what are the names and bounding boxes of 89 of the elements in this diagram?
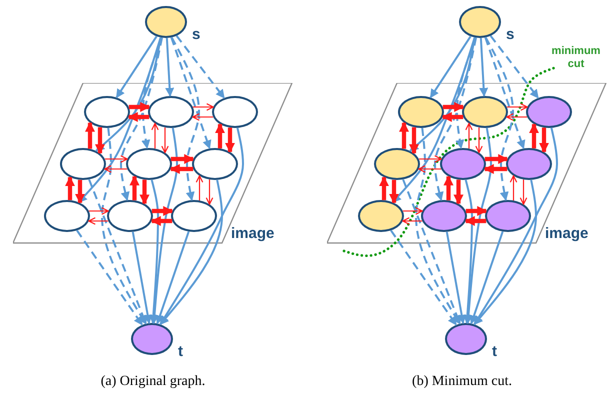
arrow: [466, 206, 488, 216]
arrow: [418, 155, 442, 163]
arrow: [151, 122, 159, 149]
arrow: [160, 180, 223, 325]
arrow: [104, 165, 128, 173]
arrow: [402, 217, 422, 225]
arrow: [75, 180, 85, 204]
arrow: [454, 180, 464, 205]
arrow: [484, 154, 508, 164]
arrow: [506, 103, 528, 111]
arrow: [170, 36, 200, 201]
arrow: [141, 37, 163, 149]
arrow: [409, 127, 419, 154]
arrow: [140, 180, 150, 205]
arrow: [444, 175, 454, 200]
arrow: [170, 37, 212, 150]
node-label: t: [178, 343, 183, 361]
arrow: [520, 180, 528, 205]
arrow: [415, 128, 461, 324]
arrow: [148, 180, 159, 324]
arrow: [418, 165, 442, 173]
arrow: [65, 176, 75, 200]
arrow: [464, 216, 486, 226]
arrow: [152, 206, 174, 216]
plane-label: image: [545, 225, 588, 243]
arrow: [196, 175, 204, 200]
arrow: [484, 36, 514, 201]
arrow: [206, 180, 214, 205]
arrow: [446, 232, 466, 324]
arrow: [85, 122, 95, 149]
arrow: [88, 207, 109, 215]
arrow: [479, 38, 488, 97]
arrow: [390, 230, 458, 326]
arrow: [88, 217, 108, 225]
arrow: [389, 180, 399, 204]
arrow: [430, 36, 472, 98]
node-label: s: [506, 26, 514, 44]
arrow: [88, 179, 148, 325]
arrow: [128, 112, 150, 122]
arrow: [474, 180, 537, 325]
image-plane: [13, 83, 293, 245]
arrow: [116, 36, 158, 98]
arrow: [474, 128, 558, 326]
arrow: [462, 180, 473, 324]
arrow: [442, 102, 464, 112]
arrow: [539, 128, 549, 153]
arrow: [506, 113, 528, 121]
arrow: [132, 232, 152, 324]
arrow: [510, 175, 518, 200]
arrow: [165, 38, 174, 97]
arrow: [484, 37, 526, 150]
image-plane: [327, 83, 607, 245]
arrow: [465, 122, 473, 149]
arrow: [470, 231, 504, 324]
caption: (a) Original graph.: [100, 374, 206, 390]
arrow: [455, 37, 477, 149]
arrow: [434, 38, 477, 201]
arrow: [402, 207, 423, 215]
arrow: [170, 164, 194, 174]
arrow: [484, 164, 508, 174]
arrow: [170, 154, 194, 164]
node-label: s: [192, 26, 200, 44]
arrow: [130, 175, 140, 200]
arrow: [76, 230, 144, 326]
arrow: [402, 179, 462, 325]
arrow: [490, 35, 539, 99]
arrow: [160, 128, 244, 326]
plane-label: image: [231, 225, 274, 243]
arrow: [104, 155, 128, 163]
arrow: [95, 127, 105, 154]
arrow: [379, 176, 389, 200]
caption: (b) Minimum cut.: [411, 374, 513, 390]
arrow: [192, 103, 214, 111]
arrow: [176, 35, 225, 99]
arrow: [215, 123, 225, 148]
arrow: [101, 128, 147, 324]
arrow: [150, 216, 172, 226]
arrow: [529, 123, 539, 148]
arrow: [120, 38, 163, 201]
arrow: [475, 127, 483, 154]
arrow: [442, 112, 464, 122]
node-label: t: [492, 343, 497, 361]
arrow: [399, 122, 409, 149]
arrow: [156, 231, 190, 324]
arrow: [161, 127, 169, 154]
arrow: [225, 128, 235, 153]
arrow: [128, 102, 150, 112]
cut-label: minimum cut: [550, 45, 602, 71]
arrow: [192, 113, 214, 121]
